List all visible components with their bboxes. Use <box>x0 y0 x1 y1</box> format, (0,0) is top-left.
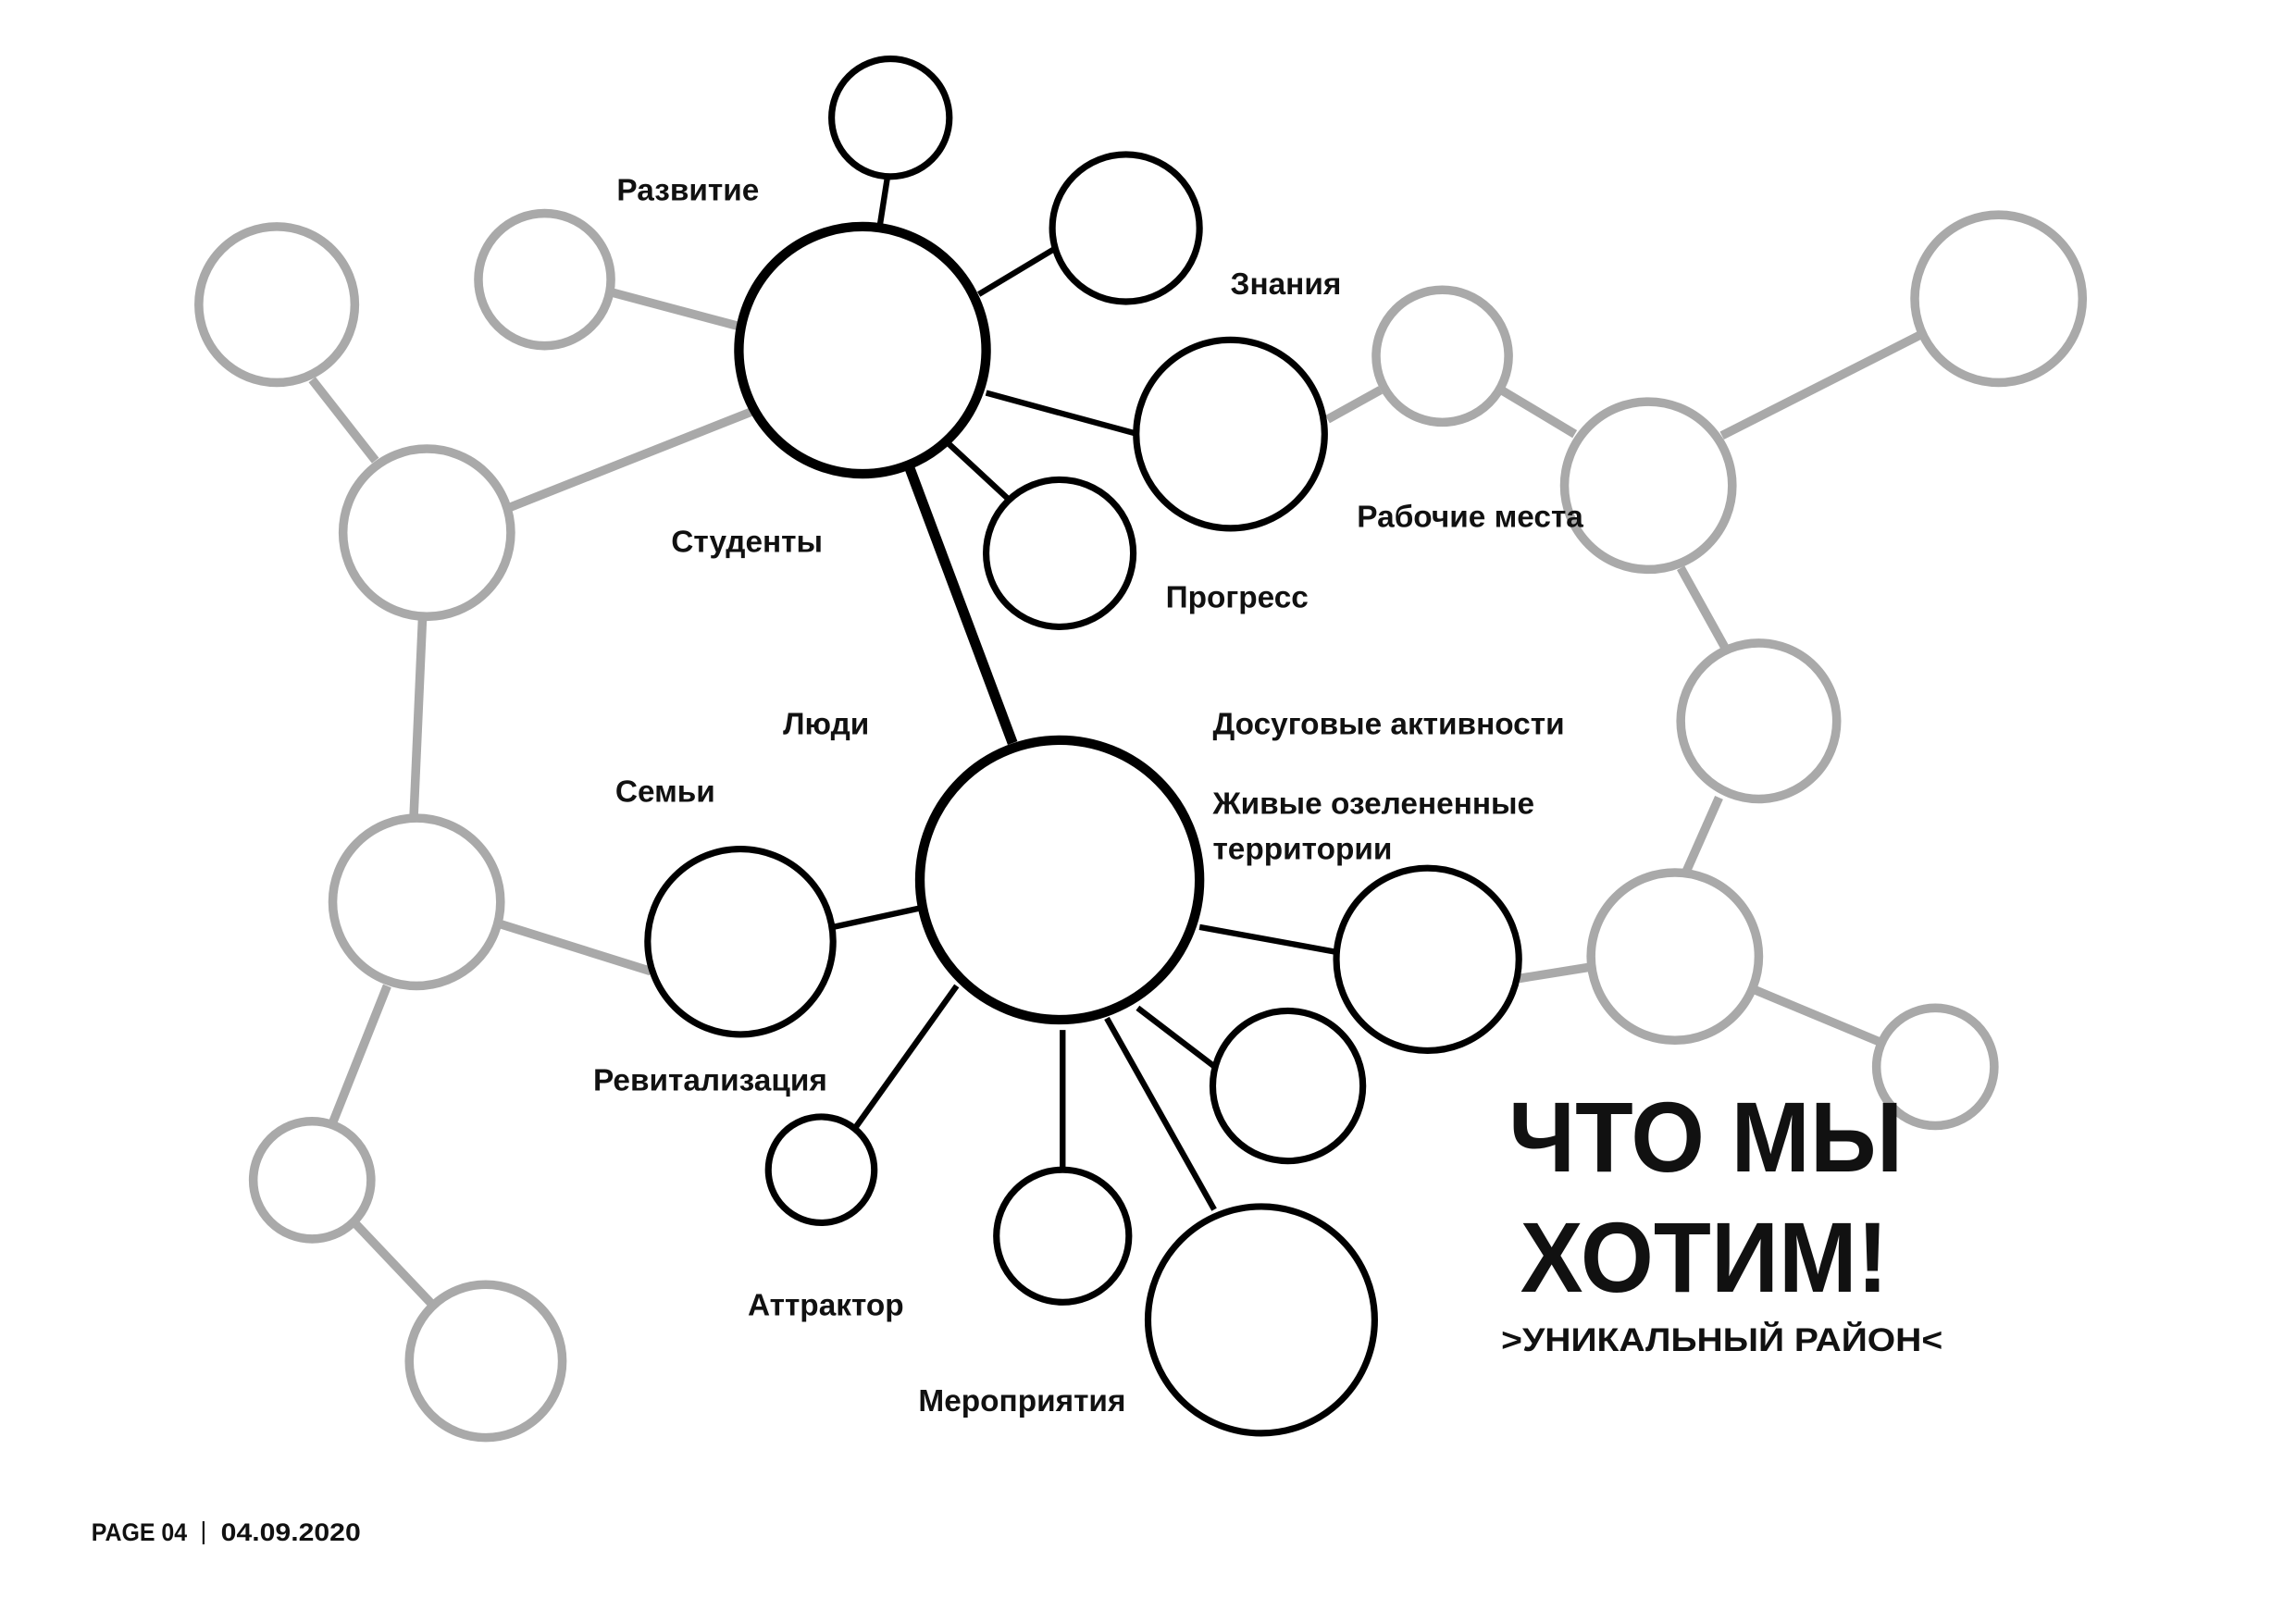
gray-node <box>328 813 505 991</box>
gray-node <box>404 1280 567 1443</box>
gray-node <box>1371 285 1513 427</box>
label-znaniya: Знания <box>1231 267 1342 302</box>
node <box>1144 1203 1378 1437</box>
connector <box>1498 386 1578 439</box>
label-revitalizatsiya: Ревитализация <box>593 1063 827 1097</box>
node <box>1133 336 1328 532</box>
connector-main <box>904 465 1018 746</box>
footer-page: PAGE 04 <box>92 1518 187 1546</box>
gray-node <box>248 1116 376 1244</box>
title-line-1: ЧТО МЫ <box>1508 1081 1903 1193</box>
gray-node <box>1910 210 2088 388</box>
node <box>644 845 837 1038</box>
node <box>828 56 953 180</box>
footer-date: 04.09.2020 <box>221 1518 361 1546</box>
connector <box>1104 1016 1217 1211</box>
connector <box>1681 795 1723 876</box>
connector <box>876 176 891 225</box>
connector <box>1136 1005 1221 1072</box>
node <box>1049 151 1203 305</box>
label-razvitie: Развитие <box>616 173 759 207</box>
black-network <box>644 56 1522 1437</box>
label-zhivye-1: Живые озелененные <box>1211 787 1534 821</box>
footer: PAGE 04 | 04.09.2020 <box>92 1517 361 1546</box>
gray-node <box>474 208 615 351</box>
gray-node <box>1676 638 1842 804</box>
connector <box>606 287 742 331</box>
node <box>982 476 1137 631</box>
label-semi: Семьи <box>615 775 715 810</box>
connector <box>976 242 1061 297</box>
node <box>993 1166 1133 1306</box>
headline: ЧТО МЫ ХОТИМ! >УНИКАЛЬНЫЙ РАЙОН< <box>1501 1081 1942 1358</box>
connector <box>1676 565 1730 650</box>
gray-node <box>194 222 360 388</box>
label-lyudi: Люди <box>783 708 869 742</box>
connector <box>1325 386 1384 424</box>
gray-node <box>1559 397 1737 575</box>
label-progress: Прогресс <box>1166 581 1309 615</box>
label-zhivye-2: территории <box>1212 833 1392 867</box>
label-dosugovye: Досуговые активности <box>1212 708 1564 742</box>
footer-separator: | <box>200 1517 206 1544</box>
connector <box>1754 985 1881 1047</box>
connector <box>832 905 923 930</box>
hub-node-top <box>734 221 991 479</box>
label-studenty: Студенты <box>671 525 823 559</box>
gray-network <box>194 208 2088 1443</box>
connector <box>499 920 652 976</box>
label-meropriyatiya: Мероприятия <box>918 1384 1125 1419</box>
connector <box>409 617 428 819</box>
node <box>1333 864 1522 1054</box>
hub-node-bottom <box>914 735 1205 1025</box>
gray-node <box>1586 868 1764 1046</box>
connector <box>507 407 752 513</box>
connector <box>985 390 1139 438</box>
node <box>764 1113 878 1227</box>
labels: Развитие Знания Рабочие места Студенты П… <box>593 173 1583 1419</box>
node <box>1209 1007 1367 1165</box>
label-rabochie-mesta: Рабочие места <box>1357 500 1583 534</box>
connector <box>308 377 379 464</box>
label-attraktor: Аттрактор <box>748 1289 904 1323</box>
connector <box>850 984 960 1133</box>
gray-node <box>338 444 515 622</box>
title-line-2: ХОТИМ! <box>1520 1201 1889 1313</box>
connector <box>1518 962 1594 984</box>
connector <box>350 1218 438 1310</box>
subtitle: >УНИКАЛЬНЫЙ РАЙОН< <box>1501 1321 1942 1358</box>
connector <box>329 984 391 1125</box>
connector <box>1719 328 1928 440</box>
connector <box>1198 923 1337 955</box>
gray-node <box>1871 1003 1999 1131</box>
connector <box>947 441 1012 503</box>
